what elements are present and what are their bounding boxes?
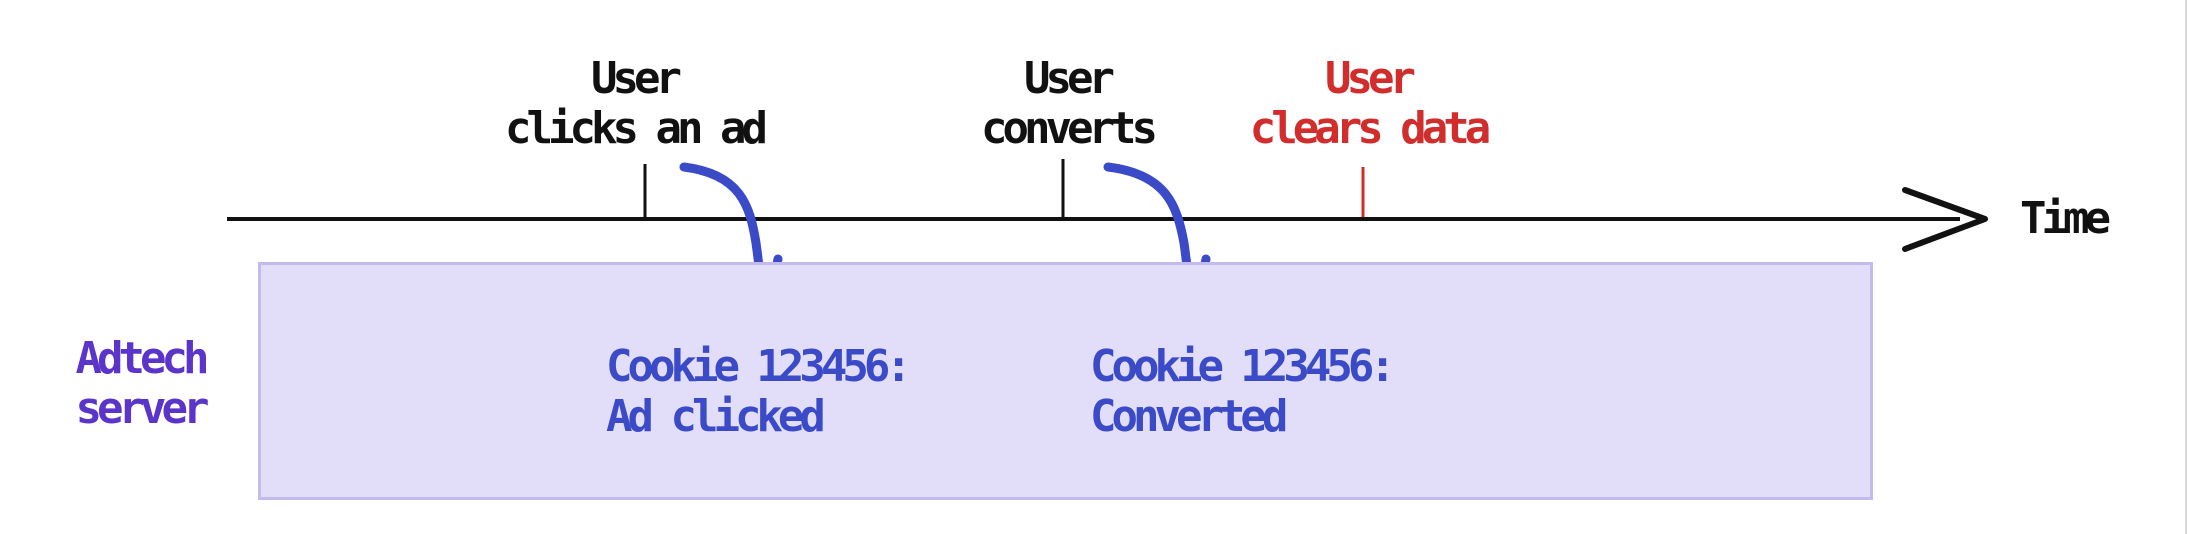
adtech-server-label: Adtech server (75, 333, 210, 434)
event-label-line: User (1024, 53, 1115, 104)
adtech-server-box (258, 262, 1873, 500)
event-label-user-clicks-ad: User clicks an ad (505, 53, 768, 154)
adtech-server-label-line: server (75, 383, 210, 434)
event-label-user-clears-data: User clears data (1249, 53, 1491, 154)
timeline-arrowhead-icon (1902, 187, 1988, 252)
cookie-record-line: Ad clicked (606, 391, 826, 442)
event-label-line: clears data (1249, 103, 1491, 154)
cookie-record-line: Cookie 123456: (606, 341, 912, 392)
event-label-line: clicks an ad (505, 103, 768, 154)
adtech-server-label-line: Adtech (75, 333, 210, 384)
event-label-line: User (591, 53, 682, 104)
cookie-record-line: Converted (1090, 391, 1288, 442)
cookie-record-converted: Cookie 123456: Converted (1090, 341, 1396, 442)
event-label-line: User (1325, 53, 1416, 104)
event-label-user-converts: User converts (981, 53, 1158, 154)
cookie-record-line: Cookie 123456: (1090, 341, 1396, 392)
event-label-line: converts (981, 103, 1158, 154)
time-axis-label: Time (2020, 193, 2111, 244)
cookie-record-ad-clicked: Cookie 123456: Ad clicked (606, 341, 912, 442)
